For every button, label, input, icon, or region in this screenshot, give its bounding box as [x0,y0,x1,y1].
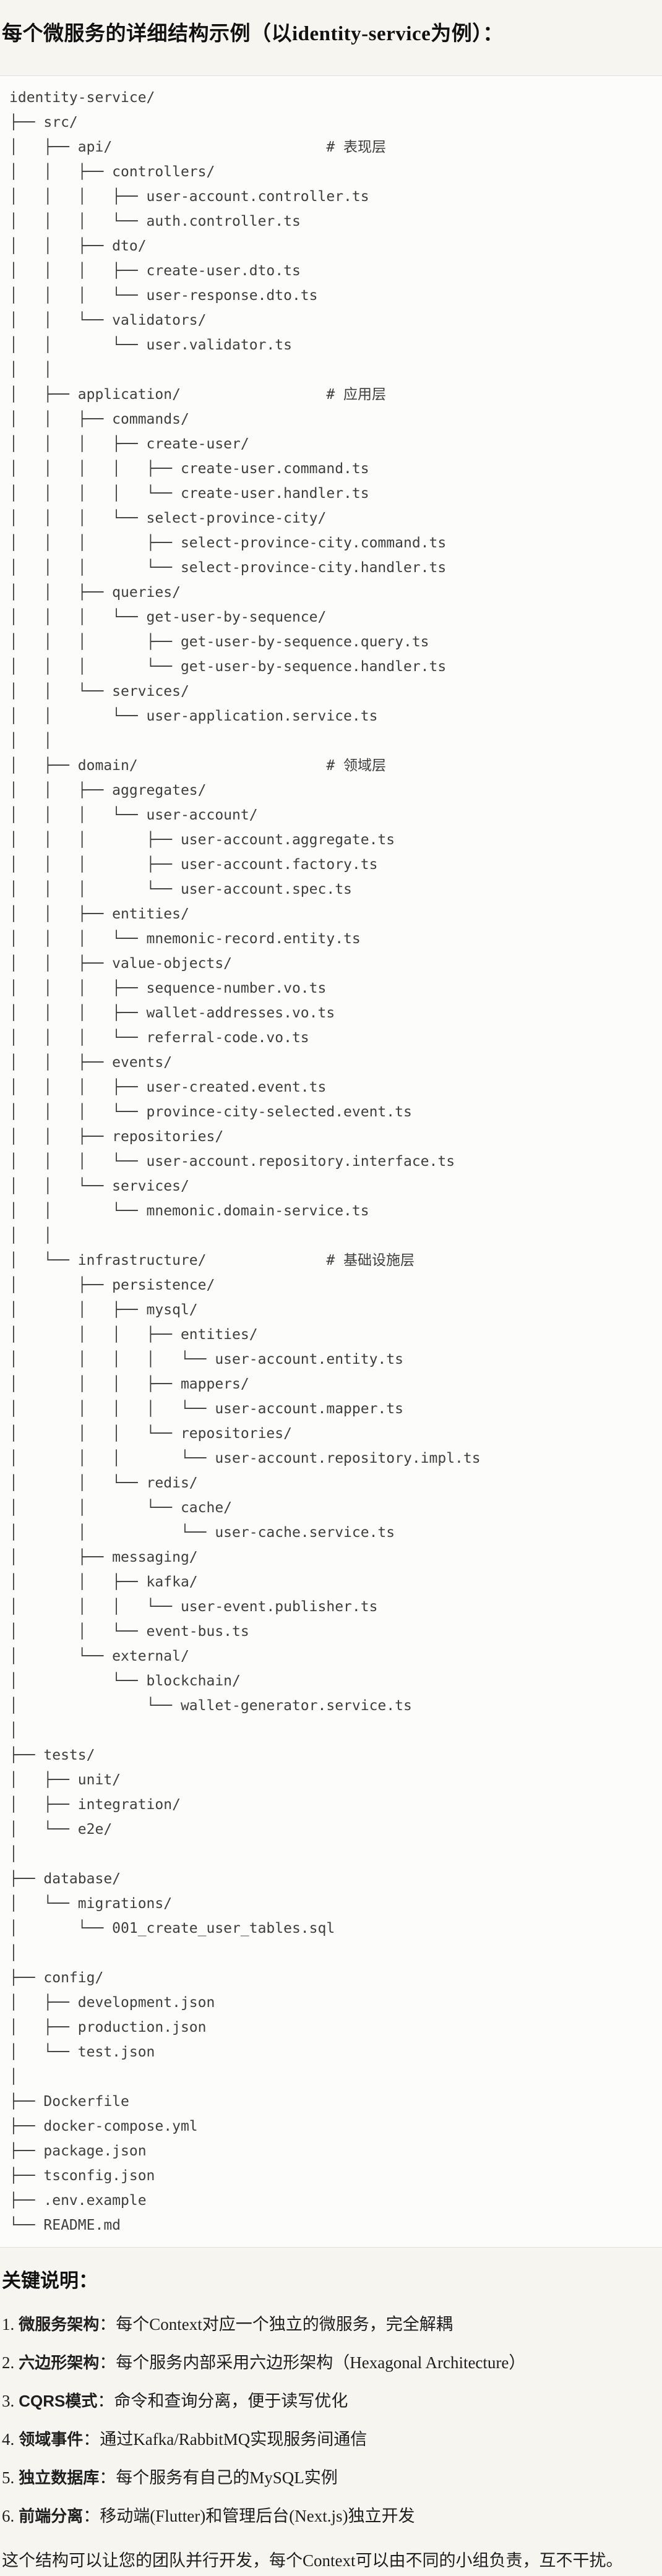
key-notes-heading: 关键说明： [2,2270,98,2292]
note-number: 5. [2,2468,15,2488]
directory-tree: identity-service/ ├── src/ │ ├── api/ # … [9,90,481,2234]
note-item: 5.独立数据库：每个服务有自己的MySQL实例 [2,2466,650,2489]
note-text: ：每个服务内部采用六边形架构（Hexagonal Architecture） [99,2353,526,2373]
note-term: 微服务架构 [19,2315,100,2334]
key-notes-list: 1.微服务架构：每个Context对应一个独立的微服务，完全解耦 2.六边形架构… [2,2313,650,2528]
note-item: 6.前端分离：移动端(Flutter)和管理后台(Next.js)独立开发 [2,2504,650,2528]
note-number: 4. [2,2430,15,2449]
note-item: 4.领域事件：通过Kafka/RabbitMQ实现服务间通信 [2,2428,650,2451]
note-term: 独立数据库 [19,2468,100,2488]
page-title: 每个微服务的详细结构示例（以identity-service为例）： [2,23,504,46]
key-notes-section: 关键说明： 1.微服务架构：每个Context对应一个独立的微服务，完全解耦 2… [0,2248,662,2576]
note-text: ：移动端(Flutter)和管理后台(Next.js)独立开发 [83,2507,415,2526]
note-term: 六边形架构 [19,2353,100,2373]
note-item: 3.CQRS模式：命令和查询分离，便于读写优化 [2,2389,650,2413]
note-term: 领域事件 [19,2430,84,2449]
note-item: 2.六边形架构：每个服务内部采用六边形架构（Hexagonal Architec… [2,2351,650,2374]
note-item: 1.微服务架构：每个Context对应一个独立的微服务，完全解耦 [2,2313,650,2336]
note-term: CQRS模式 [19,2392,98,2411]
code-block: identity-service/ ├── src/ │ ├── api/ # … [0,75,662,2248]
closing-paragraph: 这个结构可以让您的团队并行开发，每个Context可以由不同的小组负责，互不干扰… [2,2551,623,2570]
note-number: 1. [2,2315,15,2334]
note-term: 前端分离 [19,2507,84,2526]
note-number: 2. [2,2353,15,2373]
note-number: 3. [2,2392,15,2411]
note-text: ：通过Kafka/RabbitMQ实现服务间通信 [83,2430,368,2449]
note-text: ：命令和查询分离，便于读写优化 [97,2392,348,2411]
note-text: ：每个Context对应一个独立的微服务，完全解耦 [99,2315,453,2334]
note-text: ：每个服务有自己的MySQL实例 [99,2468,338,2488]
note-number: 6. [2,2507,15,2526]
